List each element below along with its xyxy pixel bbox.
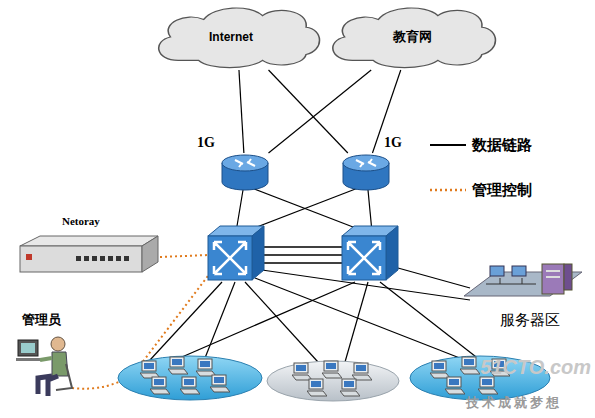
pc-group [118, 356, 262, 400]
person-node: 管理员 [12, 318, 78, 402]
data-link [269, 70, 372, 153]
data-link [269, 70, 348, 153]
device-icon [16, 228, 162, 276]
node-label: 服务器区 [500, 312, 560, 329]
device-node: Netoray [16, 228, 162, 276]
legend-line-sample [430, 144, 466, 146]
node-label: Internet [144, 4, 318, 70]
switch-icon [342, 226, 398, 280]
pc-group [267, 361, 399, 401]
cloud-node: Internet [150, 4, 324, 70]
router-icon [221, 153, 269, 191]
node-label: 1G [197, 135, 215, 150]
cloud-node: 教育网 [324, 4, 500, 70]
router-icon [342, 153, 390, 191]
node-label: 1G [384, 135, 402, 150]
node-label: 管理员 [22, 313, 61, 327]
switch-icon [208, 226, 264, 280]
server-node: 服务器区 [456, 262, 584, 300]
legend-text: 数据链路 [472, 135, 532, 155]
router-node: 1G [221, 153, 269, 191]
server-icon [456, 262, 584, 300]
data-link [239, 70, 244, 153]
node-label: 教育网 [324, 4, 500, 70]
legend-text: 管理控制 [472, 180, 532, 200]
person-icon [12, 318, 78, 402]
data-links [150, 188, 480, 362]
node-label: Netoray [62, 215, 100, 227]
router-node: 1G [342, 153, 390, 191]
watermark: 技术成就梦想 [466, 396, 562, 410]
watermark: 51CTO.com [480, 356, 591, 378]
legend-dotted-sample [430, 189, 466, 192]
